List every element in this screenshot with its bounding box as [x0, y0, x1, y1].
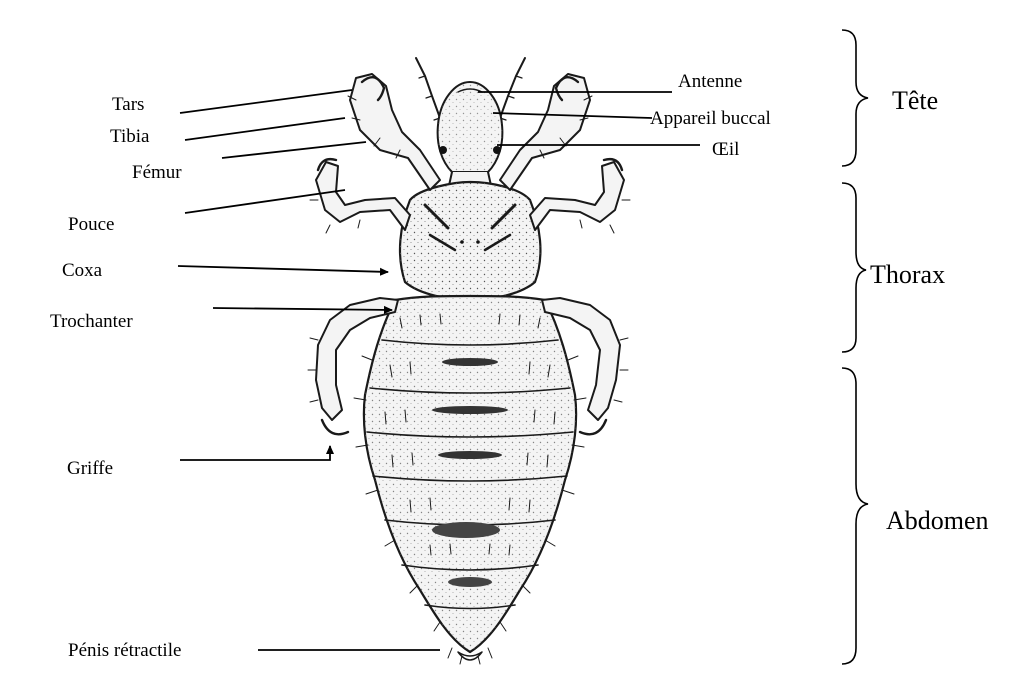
region-labels: Tête Thorax Abdomen: [870, 86, 989, 535]
leader-tars: [180, 90, 352, 113]
brace-tete: [842, 30, 868, 166]
label-appareil-buccal: Appareil buccal: [650, 108, 771, 129]
label-pouce: Pouce: [68, 214, 114, 235]
louse-eye-right: [493, 146, 501, 154]
label-tibia: Tibia: [110, 126, 150, 147]
label-oeil: Œil: [712, 139, 739, 160]
louse-eye-left: [439, 146, 447, 154]
leader-griffe: [180, 446, 330, 460]
label-femur: Fémur: [132, 162, 182, 183]
right-labels: Antenne Appareil buccal Œil: [650, 71, 771, 160]
label-tete: Tête: [892, 86, 938, 115]
label-griffe: Griffe: [67, 458, 113, 479]
leader-pouce: [185, 190, 345, 213]
leader-coxa: [178, 266, 388, 272]
label-abdomen: Abdomen: [886, 506, 989, 535]
label-tars: Tars: [112, 94, 144, 115]
leg-middle-right: [530, 162, 624, 230]
leg-front-left: [350, 74, 440, 190]
louse-illustration: [308, 58, 630, 664]
label-coxa: Coxa: [62, 260, 103, 281]
label-thorax: Thorax: [870, 260, 945, 289]
leader-tibia: [185, 118, 345, 140]
label-antenne: Antenne: [678, 71, 742, 92]
brace-thorax: [842, 183, 866, 352]
leader-femur: [222, 142, 366, 158]
left-labels: Tars Tibia Fémur Pouce Coxa Trochanter G…: [50, 94, 182, 661]
brace-abdomen: [842, 368, 868, 664]
label-penis-retractile: Pénis rétractile: [68, 640, 181, 661]
label-trochanter: Trochanter: [50, 311, 133, 332]
leg-middle-left: [316, 162, 410, 230]
region-braces: [842, 30, 868, 664]
